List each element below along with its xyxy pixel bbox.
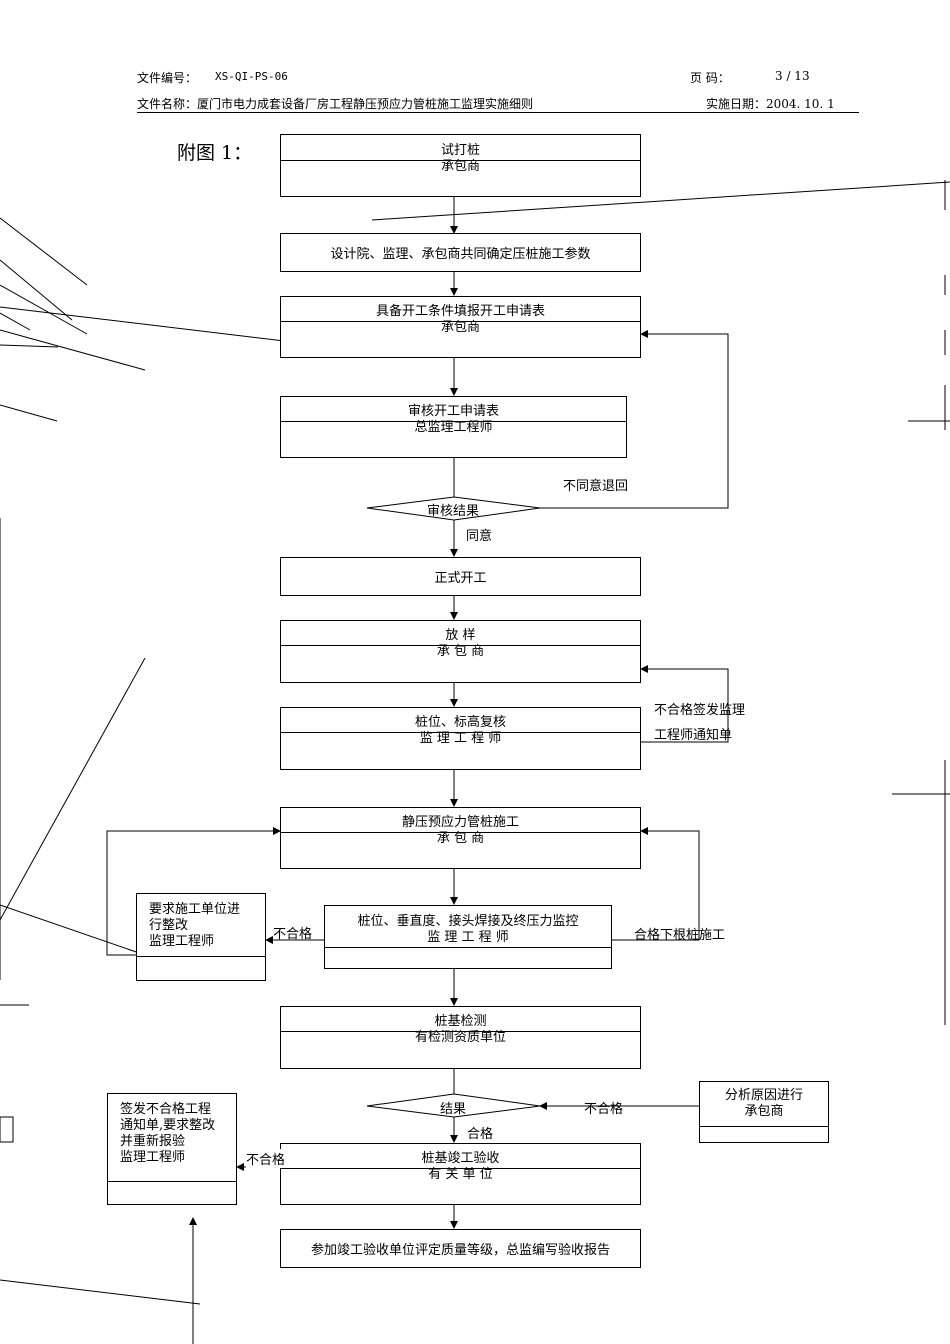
notice-line1: 签发不合格工程	[120, 1102, 212, 1117]
header-rule	[137, 112, 859, 113]
box-divider	[281, 421, 626, 422]
box-divider	[108, 1181, 236, 1182]
analyze-step: 分析原因进行	[724, 1088, 803, 1103]
implementation-date: 实施日期：2004. 10. 1	[706, 97, 835, 111]
inspection-owner: 有检测资质单位	[414, 1030, 506, 1045]
unqualified-label-c: 不合格	[246, 1149, 284, 1168]
final-box: 参加竣工验收单位评定质量等级，总监编写验收报告	[280, 1229, 641, 1268]
notice-line3: 并重新报验	[120, 1134, 186, 1149]
box-divider	[137, 956, 265, 957]
start-text: 正式开工	[434, 571, 487, 586]
qualified-label: 合格	[467, 1127, 494, 1142]
monitor-owner: 监 理 工 程 师	[427, 930, 509, 945]
analyze-owner: 承包商	[744, 1104, 784, 1119]
qualified-next-label: 合格下根桩施工	[634, 928, 726, 943]
params-box: 设计院、监理、承包商共同确定压桩施工参数	[280, 233, 641, 272]
rectify-box: 要求施工单位进 行整改 监理工程师	[136, 893, 266, 981]
apply-owner: 承包商	[440, 320, 480, 335]
page-label: 页 码：	[690, 71, 730, 85]
notice-box: 签发不合格工程 通知单,要求整改 并重新报验 监理工程师	[107, 1093, 237, 1205]
construction-step: 静压预应力管桩施工	[401, 815, 519, 830]
acceptance-owner: 有 关 单 位	[428, 1167, 493, 1182]
trial-pile-owner: 承包商	[440, 159, 480, 174]
doc-number-label: 文件编号：	[137, 71, 198, 85]
layout-owner: 承 包 商	[436, 644, 485, 659]
construction-box: 静压预应力管桩施工 承 包 商	[280, 807, 641, 869]
acceptance-box: 桩基竣工验收 有 关 单 位	[280, 1143, 641, 1205]
analyze-box: 分析原因进行 承包商	[699, 1081, 829, 1143]
doc-name: 文件名称：厦门市电力成套设备厂房工程静压预应力管桩施工监理实施细则	[137, 97, 534, 111]
rectify-line2: 行整改	[149, 918, 189, 933]
notice-line2: 通知单,要求整改	[120, 1118, 216, 1133]
construction-owner: 承 包 商	[436, 831, 485, 846]
inspection-box: 桩基检测 有检测资质单位	[280, 1006, 641, 1069]
unqualified-notice-line1: 不合格签发监理	[654, 703, 746, 718]
monitor-step: 桩位、垂直度、接头焊接及终压力监控	[357, 914, 579, 929]
start-box: 正式开工	[280, 557, 641, 596]
review-step: 审核开工申请表	[407, 404, 499, 419]
result-label: 结果	[440, 1102, 467, 1117]
box-divider	[281, 321, 640, 322]
agree-label: 同意	[466, 529, 493, 544]
review-result-label: 审核结果	[427, 504, 480, 519]
review-box: 审核开工申请表 总监理工程师	[280, 396, 627, 458]
box-divider	[700, 1126, 828, 1127]
page-number: 3 / 13	[775, 69, 810, 83]
box-divider	[281, 645, 640, 646]
recheck-owner: 监 理 工 程 师	[419, 731, 502, 746]
unqualified-label-b: 不合格	[584, 1102, 624, 1117]
box-divider	[325, 947, 611, 948]
trial-pile-step: 试打桩	[440, 143, 480, 158]
rectify-line1: 要求施工单位进	[149, 902, 241, 917]
box-divider	[281, 1168, 640, 1169]
box-divider	[281, 732, 640, 733]
doc-number: XS-QI-PS-06	[215, 70, 288, 83]
params-text: 设计院、监理、承包商共同确定压桩施工参数	[330, 247, 591, 262]
trial-pile-box: 试打桩 承包商	[280, 134, 641, 197]
apply-step: 具备开工条件填报开工申请表	[375, 304, 545, 319]
unqualified-notice-line2: 工程师通知单	[654, 728, 733, 743]
box-divider	[281, 832, 640, 833]
rectify-owner: 监理工程师	[149, 934, 215, 949]
box-divider	[281, 1031, 640, 1032]
apply-box: 具备开工条件填报开工申请表 承包商	[280, 296, 641, 358]
layout-box: 放 样 承 包 商	[280, 620, 641, 683]
review-owner: 总监理工程师	[414, 420, 493, 435]
recheck-box: 桩位、标高复核 监 理 工 程 师	[280, 707, 641, 770]
box-divider	[281, 160, 640, 161]
unqualified-label-a: 不合格	[273, 927, 313, 942]
notice-owner: 监理工程师	[120, 1150, 186, 1165]
inspection-step: 桩基检测	[434, 1014, 487, 1029]
recheck-step: 桩位、标高复核	[414, 715, 506, 730]
layout-step: 放 样	[445, 628, 476, 643]
acceptance-step: 桩基竣工验收	[421, 1151, 500, 1166]
monitor-box: 桩位、垂直度、接头焊接及终压力监控 监 理 工 程 师	[324, 905, 612, 969]
annex-title: 附图 1：	[177, 142, 253, 164]
final-text: 参加竣工验收单位评定质量等级，总监编写验收报告	[310, 1243, 610, 1258]
reject-return-label: 不同意退回	[563, 479, 629, 494]
